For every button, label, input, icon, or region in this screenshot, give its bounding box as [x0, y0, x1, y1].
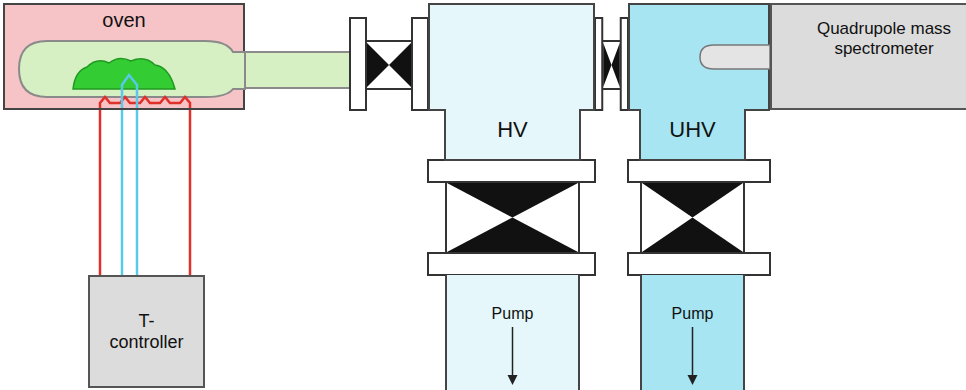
- vacuum-chamber: UHV: [628, 3, 770, 160]
- flange: [350, 18, 366, 110]
- valve-body: [366, 88, 412, 90]
- spectrometer-probe: [700, 45, 770, 69]
- flange: [428, 160, 595, 182]
- flange: [428, 253, 595, 275]
- vacuum-chamber: HV: [428, 3, 595, 160]
- valve-symbol: [447, 218, 578, 253]
- node-shape: [640, 275, 745, 390]
- valve-body: [602, 88, 620, 90]
- valve-body: [640, 182, 642, 253]
- flow-arrowhead: [688, 375, 698, 385]
- node-label: UHV: [640, 117, 745, 142]
- valve-connector: [428, 160, 595, 275]
- sample: [73, 58, 175, 89]
- valve-symbol: [642, 183, 743, 218]
- chamber-outline: [429, 4, 594, 160]
- controller-box: T-controller: [88, 275, 205, 388]
- flange: [621, 18, 628, 110]
- wire: [99, 110, 102, 275]
- node-label: Pump: [445, 305, 580, 323]
- flange: [412, 18, 428, 110]
- flange: [628, 160, 770, 182]
- flow-arrow: [692, 327, 694, 379]
- node-label: Pump: [640, 305, 745, 323]
- spectrometer-box: Quadrupole mass spectrometer: [770, 3, 966, 110]
- valve-body: [366, 40, 412, 42]
- valve-symbol: [389, 43, 411, 87]
- valve-connector: [628, 160, 770, 275]
- wire: [136, 110, 139, 275]
- valve-connector: [245, 18, 428, 110]
- flow-arrow: [512, 327, 514, 379]
- oven-box: oven: [3, 3, 245, 110]
- heater-wires: [100, 110, 190, 275]
- pump-wall: [743, 275, 745, 390]
- wire: [189, 110, 192, 275]
- node-label: Quadrupole mass spectrometer: [806, 19, 962, 58]
- pump-fill: [640, 275, 745, 390]
- valve-symbol: [642, 218, 743, 253]
- valve-connector: [595, 18, 628, 110]
- wire: [121, 110, 124, 275]
- flow-arrowhead: [508, 375, 518, 385]
- pump-wall: [578, 275, 580, 390]
- pump-wall: [640, 275, 642, 390]
- pump-wall: [445, 275, 447, 390]
- valve-symbol: [367, 43, 389, 87]
- glass-tube: [19, 41, 245, 97]
- flange: [595, 18, 602, 110]
- heater-coil: [100, 97, 190, 108]
- chamber-outline: [629, 4, 769, 160]
- valve-symbol: [612, 43, 620, 87]
- node-label: oven: [5, 9, 243, 32]
- glass-tube: [245, 52, 350, 88]
- node-shape: [445, 275, 580, 390]
- valve-symbol: [603, 43, 611, 87]
- valve-symbol: [447, 183, 578, 218]
- flange: [628, 253, 770, 275]
- pump-tube: Pump: [445, 275, 580, 390]
- valve-body: [602, 40, 620, 42]
- node-label: T-controller: [104, 311, 189, 352]
- valve-body: [743, 182, 745, 253]
- node-label: HV: [445, 117, 580, 142]
- thermocouple: [122, 75, 137, 108]
- valve-body: [445, 182, 447, 253]
- pump-fill: [445, 275, 580, 390]
- pump-tube: Pump: [640, 275, 745, 390]
- valve-body: [578, 182, 580, 253]
